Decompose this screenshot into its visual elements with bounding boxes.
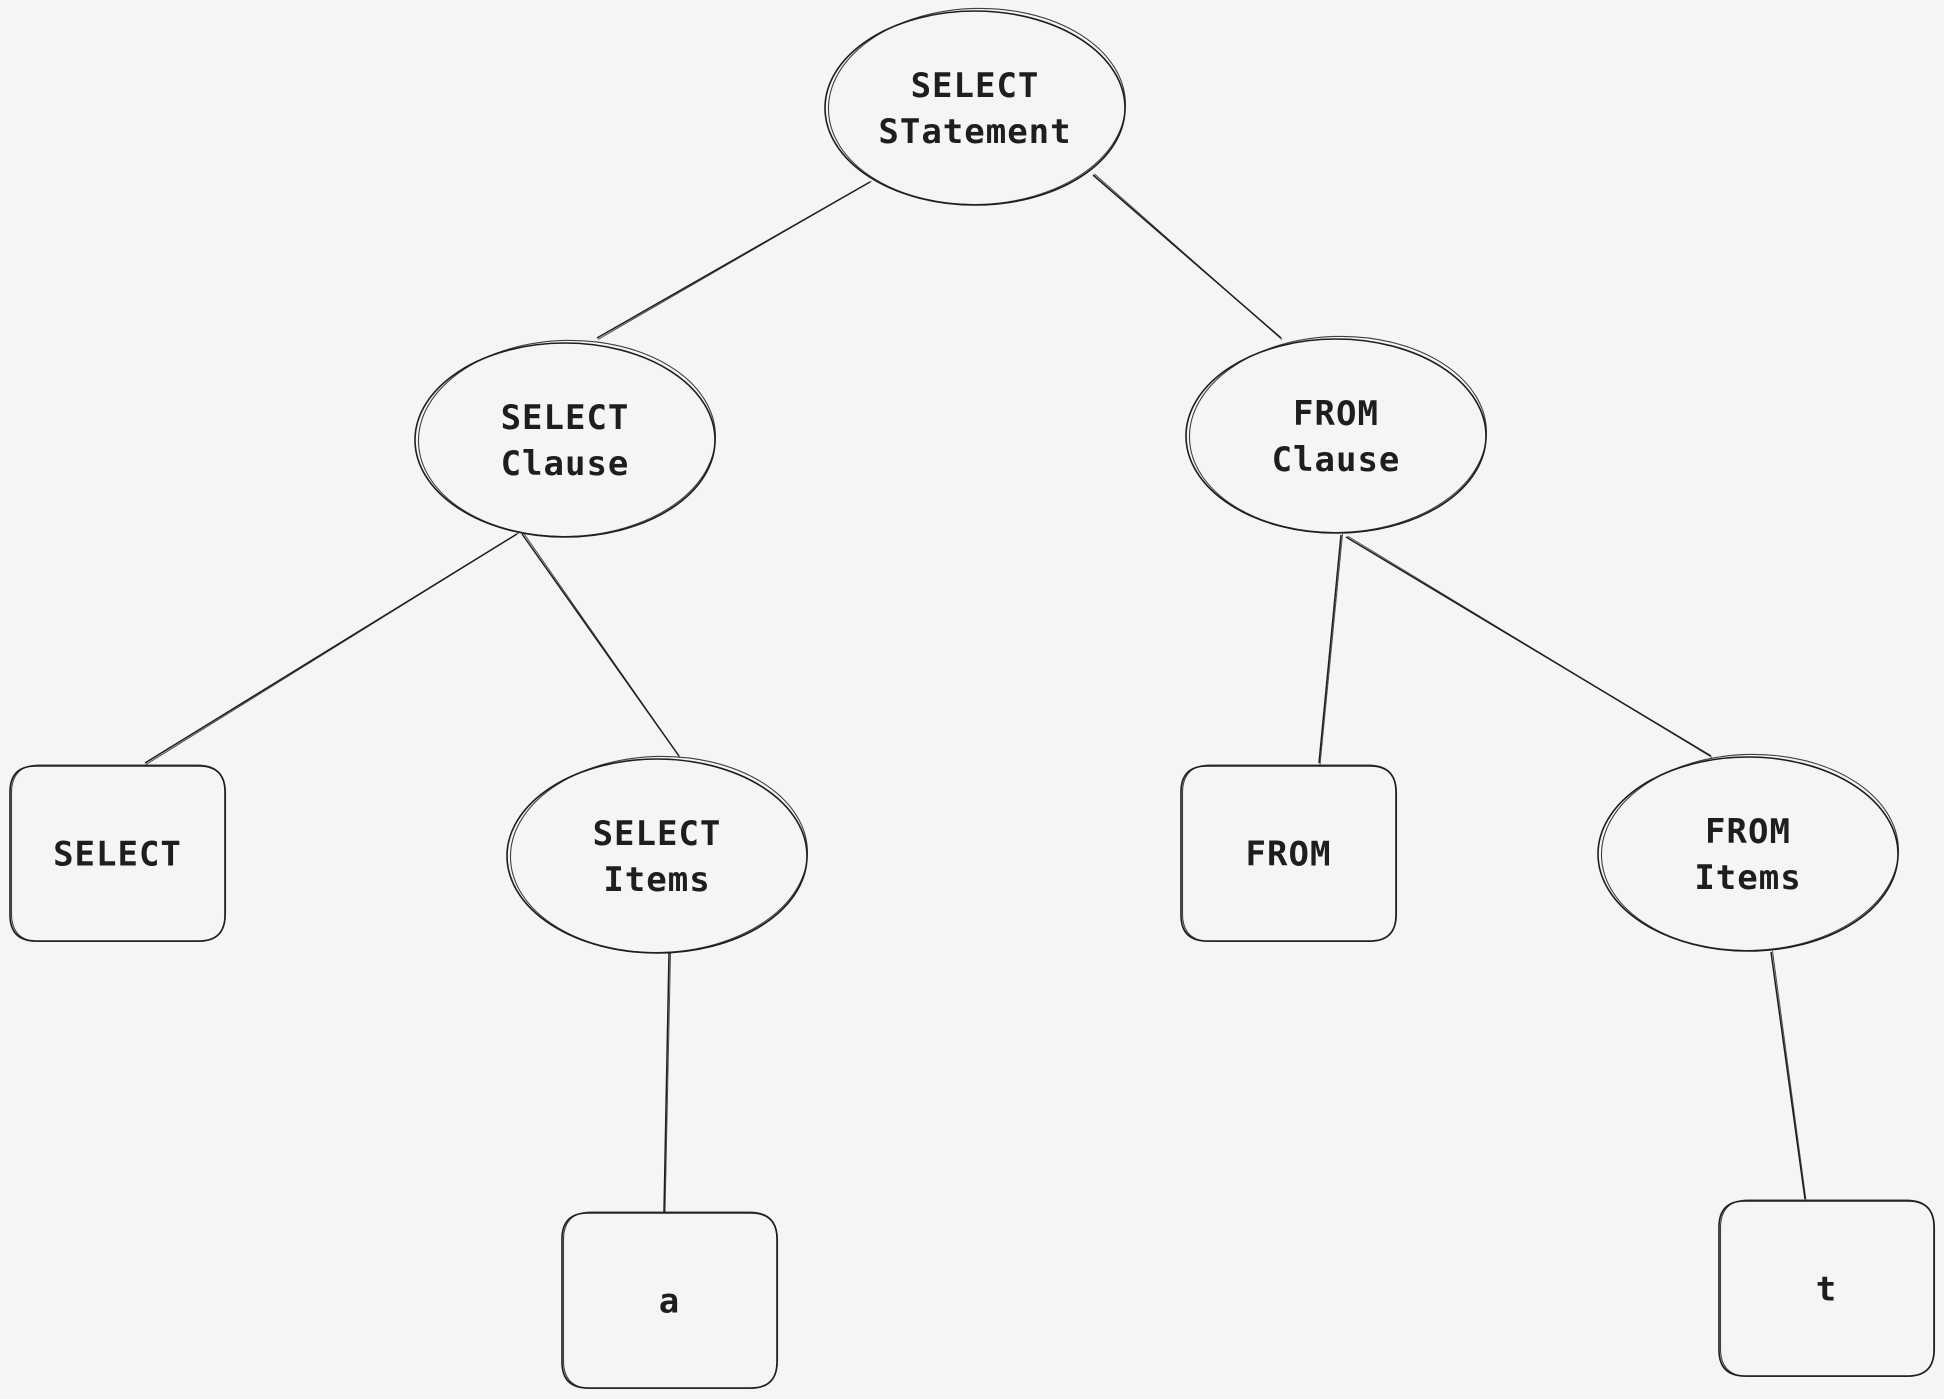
node-label-item-a-0: a (659, 1282, 680, 1322)
node-label-from-clause-0: FROM (1293, 394, 1379, 434)
node-label-from-keyword-0: FROM (1246, 835, 1332, 875)
node-from-items: FROM Items (1597, 753, 1899, 952)
node-label-from-items-1: Items (1694, 858, 1801, 898)
node-select-clause: SELECT Clause (414, 339, 716, 538)
node-label-select-statement-1: STatement (878, 112, 1071, 152)
node-select-keyword: SELECT (9, 764, 227, 943)
node-item-a: a (561, 1211, 779, 1390)
node-label-from-items-0: FROM (1705, 812, 1791, 852)
node-item-t: t (1718, 1199, 1936, 1378)
node-select-items: SELECT Items (506, 755, 808, 954)
node-from-keyword: FROM (1180, 764, 1398, 943)
edge-select-clause-to-select-items (521, 532, 681, 758)
node-label-select-clause-1: Clause (501, 444, 630, 484)
edge-from-items-to-item-t (1770, 950, 1807, 1201)
node-label-item-t-0: t (1816, 1270, 1837, 1310)
node-label-select-statement-0: SELECT (911, 66, 1040, 106)
edges-layer (144, 173, 1807, 1214)
edge-from-clause-to-from-keyword (1318, 533, 1343, 765)
node-label-select-items-0: SELECT (593, 814, 722, 854)
node-label-select-items-1: Items (603, 860, 710, 900)
edge-from-clause-to-from-items (1345, 535, 1713, 758)
node-label-from-clause-1: Clause (1272, 440, 1401, 480)
node-label-select-keyword-0: SELECT (53, 835, 182, 875)
nodes-layer: SELECTSTatementSELECTClauseFROMClauseSEL… (9, 7, 1936, 1390)
edge-select-statement-to-from-clause (1092, 173, 1283, 340)
node-label-select-clause-0: SELECT (501, 398, 630, 438)
node-from-clause: FROM Clause (1185, 335, 1487, 534)
edge-select-items-to-item-a (663, 951, 671, 1214)
edge-select-clause-to-select-keyword (144, 532, 519, 765)
node-select-statement: SELECT STatement (824, 7, 1126, 206)
edge-select-statement-to-select-clause (596, 180, 872, 340)
